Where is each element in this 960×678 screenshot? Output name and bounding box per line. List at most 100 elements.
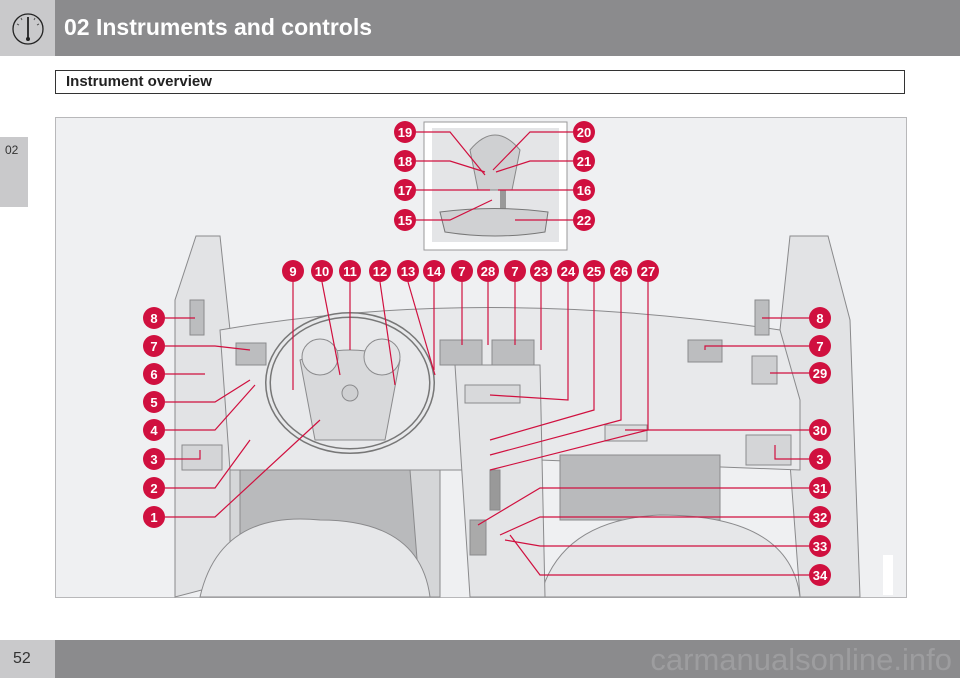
side-tab-label: 02 — [5, 143, 19, 157]
callout-7: 7 — [809, 335, 831, 357]
callout-27: 27 — [637, 260, 659, 282]
chapter-title: 02 Instruments and controls — [64, 14, 373, 40]
leader-line — [416, 160, 486, 173]
callout-2: 2 — [143, 477, 165, 499]
section-title: Instrument overview — [66, 73, 212, 90]
callout-circle — [573, 209, 595, 231]
callout-circle — [573, 121, 595, 143]
callout-number: 9 — [289, 264, 296, 279]
leader-line — [321, 281, 341, 376]
callout-number: 1 — [150, 510, 157, 525]
leader-line — [165, 384, 256, 431]
callout-13: 13 — [397, 260, 419, 282]
callout-12: 12 — [369, 260, 391, 282]
callout-32: 32 — [809, 506, 831, 528]
leader-line — [165, 439, 251, 489]
callout-number: 2 — [150, 481, 157, 496]
callout-circle — [530, 260, 552, 282]
leader-line — [416, 131, 486, 176]
callout-number: 18 — [398, 154, 412, 169]
callout-number: 4 — [150, 423, 158, 438]
callout-circle — [610, 260, 632, 282]
leader-line — [407, 281, 436, 376]
callout-number: 26 — [614, 264, 628, 279]
callout-number: 8 — [150, 311, 157, 326]
section-heading: Instrument overview — [55, 70, 905, 94]
callout-number: 11 — [343, 264, 357, 279]
callout-number: 7 — [458, 264, 465, 279]
callout-circle — [369, 260, 391, 282]
callout-number: 22 — [577, 213, 591, 228]
callout-22: 22 — [573, 209, 595, 231]
callout-number: 3 — [150, 452, 157, 467]
callout-number: 23 — [534, 264, 548, 279]
callout-29: 29 — [809, 362, 831, 384]
leader-line — [165, 379, 251, 403]
callout-circle — [282, 260, 304, 282]
callout-number: 20 — [577, 125, 591, 140]
callout-number: 30 — [813, 423, 827, 438]
callout-number: 21 — [577, 154, 591, 169]
callout-circle — [809, 564, 831, 586]
callout-circle — [394, 150, 416, 172]
callout-circle — [809, 448, 831, 470]
chapter-side-tab: 02 — [0, 137, 28, 207]
callout-number: 32 — [813, 510, 827, 525]
callout-number: 15 — [398, 213, 412, 228]
leader-line — [477, 487, 809, 526]
callout-circle — [809, 477, 831, 499]
leader-line — [504, 539, 809, 547]
leader-line — [499, 516, 809, 536]
callout-circle — [394, 179, 416, 201]
callout-number: 25 — [587, 264, 601, 279]
callout-7: 7 — [504, 260, 526, 282]
callout-number: 3 — [816, 452, 823, 467]
callout-number: 27 — [641, 264, 655, 279]
callout-4: 4 — [143, 419, 165, 441]
leader-line — [489, 282, 569, 401]
page-number: 52 — [13, 650, 31, 667]
leader-line — [492, 131, 573, 171]
callout-circle — [143, 506, 165, 528]
callout-circle — [637, 260, 659, 282]
callout-10: 10 — [311, 260, 333, 282]
leader-line — [165, 345, 251, 351]
callout-20: 20 — [573, 121, 595, 143]
callout-circle — [394, 121, 416, 143]
callout-number: 7 — [816, 339, 823, 354]
callout-19: 19 — [394, 121, 416, 143]
leader-line — [165, 450, 201, 460]
callout-3: 3 — [143, 448, 165, 470]
leader-line — [704, 345, 809, 350]
callout-28: 28 — [477, 260, 499, 282]
callout-31: 31 — [809, 477, 831, 499]
callout-circle — [394, 209, 416, 231]
callout-17: 17 — [394, 179, 416, 201]
callout-circle — [143, 448, 165, 470]
callout-24: 24 — [557, 260, 579, 282]
page-number-block: 52 — [0, 640, 55, 678]
callout-number: 17 — [398, 183, 412, 198]
callout-15: 15 — [394, 209, 416, 231]
callout-number: 13 — [401, 264, 415, 279]
callout-5: 5 — [143, 391, 165, 413]
figure-code-label — [883, 555, 893, 595]
callout-number: 19 — [398, 125, 412, 140]
callout-1: 1 — [143, 506, 165, 528]
callout-7: 7 — [451, 260, 473, 282]
callout-3: 3 — [809, 448, 831, 470]
callout-circle — [477, 260, 499, 282]
leader-line — [509, 534, 809, 576]
callout-34: 34 — [809, 564, 831, 586]
callout-number: 29 — [813, 366, 827, 381]
callout-circle — [143, 477, 165, 499]
callout-number: 10 — [315, 264, 329, 279]
callout-23: 23 — [530, 260, 552, 282]
callout-circle — [809, 335, 831, 357]
callout-number: 34 — [813, 568, 828, 583]
callout-circle — [504, 260, 526, 282]
callout-circle — [809, 506, 831, 528]
chapter-header: 02 Instruments and controls — [55, 0, 960, 56]
